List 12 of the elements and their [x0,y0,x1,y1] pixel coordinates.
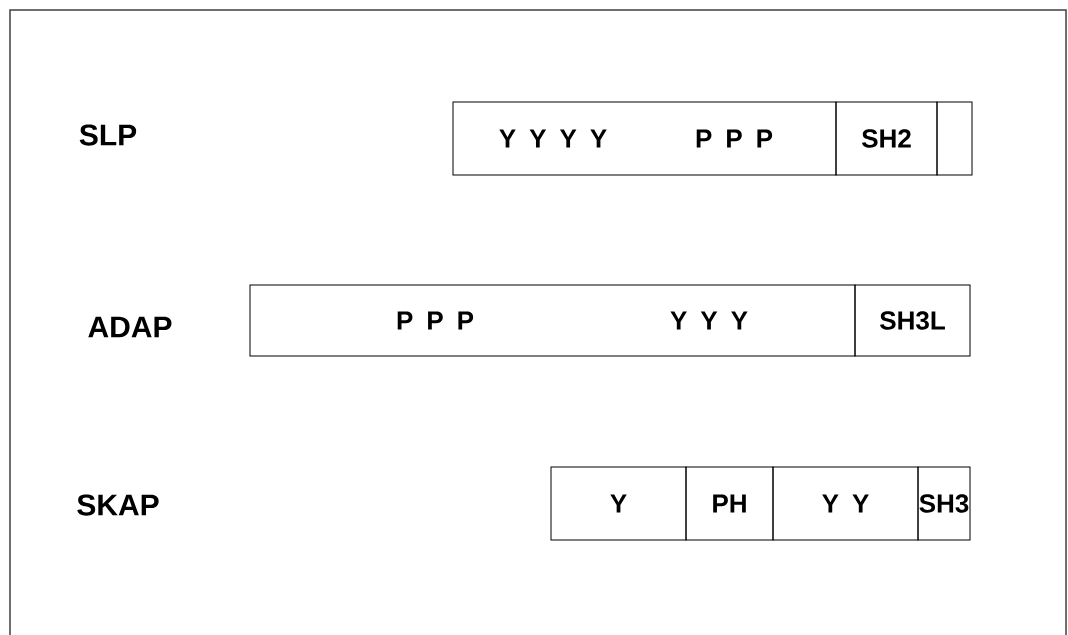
protein-name: ADAP [88,316,172,338]
protein-name: SKAP [77,494,159,516]
domain-box: Y Y [772,466,919,541]
domain-box: P P P Y Y Y [249,284,856,357]
protein-name: SLP [79,124,137,146]
domain-box [936,101,973,176]
domain-box: SH2 [835,101,938,176]
domain-box: SH3 [917,466,971,541]
domain-box: Y Y Y Y P P P [452,101,837,176]
domain-box: PH [685,466,774,541]
domain-box: Y [550,466,687,541]
domain-box: SH3L [854,284,971,357]
